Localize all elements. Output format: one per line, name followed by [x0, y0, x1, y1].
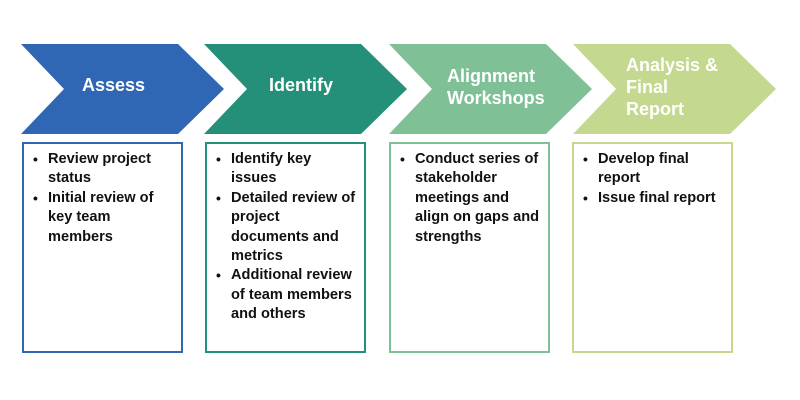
report-list: Develop final report Issue final report: [580, 150, 725, 209]
stage-title-identify: Identify: [269, 75, 334, 95]
list-item: Identify key issues: [216, 150, 358, 189]
details-box-assess: Review project status Initial review of …: [22, 142, 183, 353]
details-box-identify: Identify key issues Detailed review of p…: [205, 142, 366, 353]
list-item: Issue final report: [583, 189, 725, 209]
list-item: Additional review of team members and ot…: [216, 266, 358, 324]
list-item: Conduct series of stakeholder meetings a…: [400, 150, 542, 247]
chevron-report: [573, 44, 776, 134]
stage-title-alignment: Alignment Workshops: [447, 66, 545, 108]
chevron-identify: [204, 44, 407, 134]
details-box-report: Develop final report Issue final report: [572, 142, 733, 353]
list-item: Initial review of key team members: [33, 189, 175, 247]
list-item: Review project status: [33, 150, 175, 189]
alignment-list: Conduct series of stakeholder meetings a…: [397, 150, 542, 247]
list-item: Develop final report: [583, 150, 725, 189]
assess-list: Review project status Initial review of …: [30, 150, 175, 247]
stage-title-report: Analysis & Final Report: [626, 55, 719, 119]
stage-title-assess: Assess: [82, 75, 146, 95]
chevron-alignment: [389, 44, 592, 134]
identify-list: Identify key issues Detailed review of p…: [213, 150, 358, 325]
chevron-assess: [21, 44, 224, 134]
details-box-alignment: Conduct series of stakeholder meetings a…: [389, 142, 550, 353]
list-item: Detailed review of project documents and…: [216, 189, 358, 267]
